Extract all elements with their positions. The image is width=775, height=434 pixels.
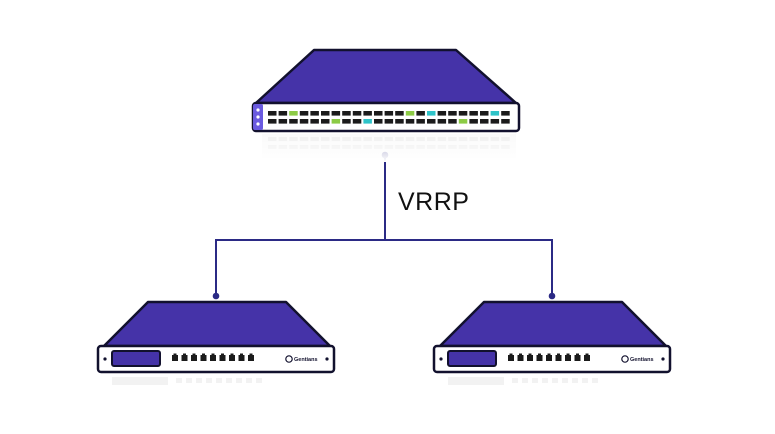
switch-port bbox=[490, 119, 500, 124]
switch-port bbox=[268, 111, 277, 116]
switch-port bbox=[331, 111, 341, 116]
switch-port bbox=[480, 119, 489, 124]
switch-port bbox=[405, 119, 415, 124]
router-port bbox=[584, 355, 590, 361]
vrrp-label: VRRP bbox=[398, 188, 470, 216]
router-display bbox=[111, 350, 161, 367]
switch-port bbox=[384, 111, 394, 116]
switch-port bbox=[427, 119, 436, 124]
router-appliance-icon: Gentians bbox=[96, 300, 336, 391]
brand-name: Gentians bbox=[630, 357, 654, 363]
router-port bbox=[200, 355, 207, 361]
switch-port bbox=[268, 119, 277, 124]
switch-port bbox=[342, 119, 351, 124]
router-port bbox=[210, 355, 216, 361]
switch-port bbox=[437, 119, 447, 124]
switch-port bbox=[374, 111, 383, 116]
switch-port bbox=[289, 119, 298, 124]
router-display bbox=[447, 350, 497, 367]
switch-port bbox=[448, 119, 457, 124]
switch-port bbox=[278, 119, 288, 124]
switch-port bbox=[363, 119, 372, 124]
switch-port bbox=[427, 111, 436, 116]
router-port bbox=[536, 355, 543, 361]
switch-port bbox=[384, 119, 394, 124]
router-right: Gentians bbox=[432, 300, 672, 391]
router-port bbox=[238, 355, 245, 361]
switch-port bbox=[352, 111, 362, 116]
switch-port bbox=[321, 119, 330, 124]
brand-name: Gentians bbox=[294, 357, 318, 363]
brand-logo: Gentians bbox=[621, 355, 654, 363]
brand-logo: Gentians bbox=[285, 355, 318, 363]
switch-port bbox=[437, 111, 447, 116]
router-port bbox=[219, 355, 226, 361]
switch-port bbox=[299, 111, 309, 116]
switch-port bbox=[342, 111, 351, 116]
switch-port bbox=[480, 111, 489, 116]
switch-port bbox=[278, 111, 288, 116]
switch-port bbox=[416, 119, 425, 124]
switch-port bbox=[490, 111, 500, 116]
router-port bbox=[555, 355, 562, 361]
switch-port bbox=[405, 111, 415, 116]
switch-port bbox=[289, 111, 298, 116]
router-port bbox=[527, 355, 533, 361]
router-port bbox=[181, 355, 188, 361]
router-appliance-icon: Gentians bbox=[432, 300, 672, 391]
switch-port bbox=[416, 111, 425, 116]
switch-port bbox=[469, 111, 478, 116]
router-port bbox=[508, 355, 514, 361]
router-port bbox=[565, 355, 571, 361]
switch-port bbox=[458, 111, 468, 116]
link-line bbox=[215, 155, 553, 296]
core-switch bbox=[251, 48, 521, 162]
vrrp-connection bbox=[212, 151, 556, 300]
switch-port bbox=[501, 111, 510, 116]
router-port bbox=[172, 355, 178, 361]
switch-port bbox=[299, 119, 309, 124]
switch-port bbox=[321, 111, 330, 116]
switch-port bbox=[395, 119, 404, 124]
router-port bbox=[546, 355, 552, 361]
switch-port bbox=[469, 119, 478, 124]
router-port bbox=[191, 355, 197, 361]
switch-port bbox=[501, 119, 510, 124]
switch-port bbox=[352, 119, 362, 124]
link-endpoint bbox=[548, 292, 556, 300]
router-port bbox=[229, 355, 235, 361]
network-switch-icon bbox=[251, 48, 521, 162]
router-port bbox=[248, 355, 254, 361]
router-port bbox=[517, 355, 524, 361]
switch-port bbox=[448, 111, 457, 116]
link-endpoint bbox=[212, 292, 220, 300]
switch-port bbox=[310, 119, 319, 124]
switch-port bbox=[395, 111, 404, 116]
switch-port bbox=[458, 119, 468, 124]
router-port bbox=[574, 355, 581, 361]
router-left: Gentians bbox=[96, 300, 336, 391]
switch-port bbox=[374, 119, 383, 124]
switch-port bbox=[331, 119, 341, 124]
switch-port bbox=[310, 111, 319, 116]
switch-port bbox=[363, 111, 372, 116]
